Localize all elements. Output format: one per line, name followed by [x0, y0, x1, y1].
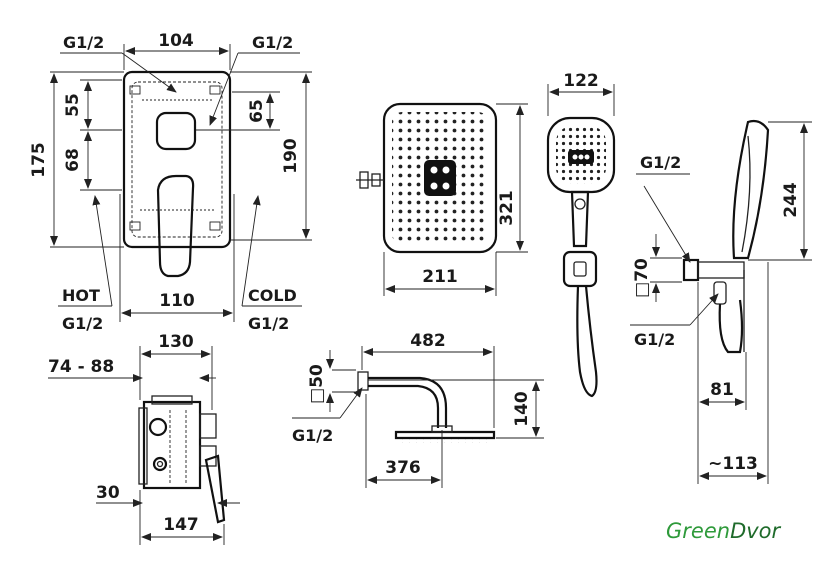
valve-front-inner — [131, 81, 223, 238]
brand-logo: GreenDvor — [666, 519, 782, 543]
arm-thread: G1/2 — [292, 426, 333, 445]
overhead-shower-plate — [382, 102, 498, 254]
dim-376: 376 — [385, 458, 421, 478]
dim-68: 68 — [63, 148, 83, 172]
hand-shower-wall-bracket — [562, 250, 598, 288]
holder-thread-bottom: G1/2 — [634, 330, 675, 349]
thread-top-right: G1/2 — [252, 33, 293, 52]
valve-front-lever — [156, 174, 195, 278]
holder-view: 244 G1/2 □70 G1/2 81 ~113 — [630, 119, 812, 484]
valve-side-box — [142, 400, 202, 490]
shower-arm-pipe — [368, 376, 448, 428]
valve-side-view: 130 74 - 88 30 147 — [48, 332, 240, 545]
dim-140: 140 — [512, 391, 532, 427]
dim-321: 321 — [497, 190, 517, 226]
brand-dvor: Dvor — [730, 519, 781, 543]
holder-thread-top: G1/2 — [640, 153, 681, 172]
shower-head-side — [394, 430, 496, 440]
valve-front-body — [122, 70, 232, 249]
overhead-shower-view: 321 211 — [356, 102, 528, 296]
dim-square-50: □50 — [307, 364, 327, 404]
valve-front-internal-marks — [129, 85, 221, 231]
valve-front-view: 104 G1/2 G1/2 55 68 175 65 190 110 — [29, 31, 312, 333]
dim-122: 122 — [563, 71, 599, 91]
cold-label: COLD — [248, 286, 297, 305]
valve-side-lever — [204, 454, 226, 524]
hand-shower-handle — [570, 190, 590, 248]
thread-top-left: G1/2 — [63, 33, 104, 52]
valve-front-diverter-knob — [155, 111, 197, 151]
dim-square-70: □70 — [632, 258, 652, 298]
overhead-shower-center-panel — [424, 160, 456, 196]
holder-wall-outlet — [682, 258, 700, 282]
holder-handset — [732, 119, 770, 260]
dim-130: 130 — [158, 332, 194, 352]
dim-110: 110 — [159, 291, 195, 311]
dim-104: 104 — [158, 31, 194, 51]
valve-side-port-bottom — [152, 456, 168, 472]
hand-shower-hose — [576, 285, 598, 398]
dim-65: 65 — [247, 99, 267, 123]
dim-190: 190 — [281, 138, 301, 174]
hand-shower-view: 122 — [546, 71, 616, 398]
dim-74-88: 74 - 88 — [48, 357, 114, 377]
dim-113: ~113 — [708, 454, 758, 474]
brand-green: Green — [666, 519, 730, 543]
hot-thread: G1/2 — [62, 314, 103, 333]
shower-arm-view: 482 □50 G1/2 140 376 — [292, 331, 544, 488]
dim-211: 211 — [422, 267, 458, 287]
hot-label: HOT — [62, 286, 100, 305]
dim-81: 81 — [710, 380, 734, 400]
dim-482: 482 — [410, 331, 446, 351]
dim-30: 30 — [96, 483, 120, 503]
dim-147: 147 — [163, 515, 199, 535]
cold-thread: G1/2 — [248, 314, 289, 333]
valve-side-port-top — [148, 417, 168, 437]
dim-55: 55 — [63, 93, 83, 117]
dim-244: 244 — [781, 182, 801, 218]
dim-175: 175 — [29, 142, 49, 178]
